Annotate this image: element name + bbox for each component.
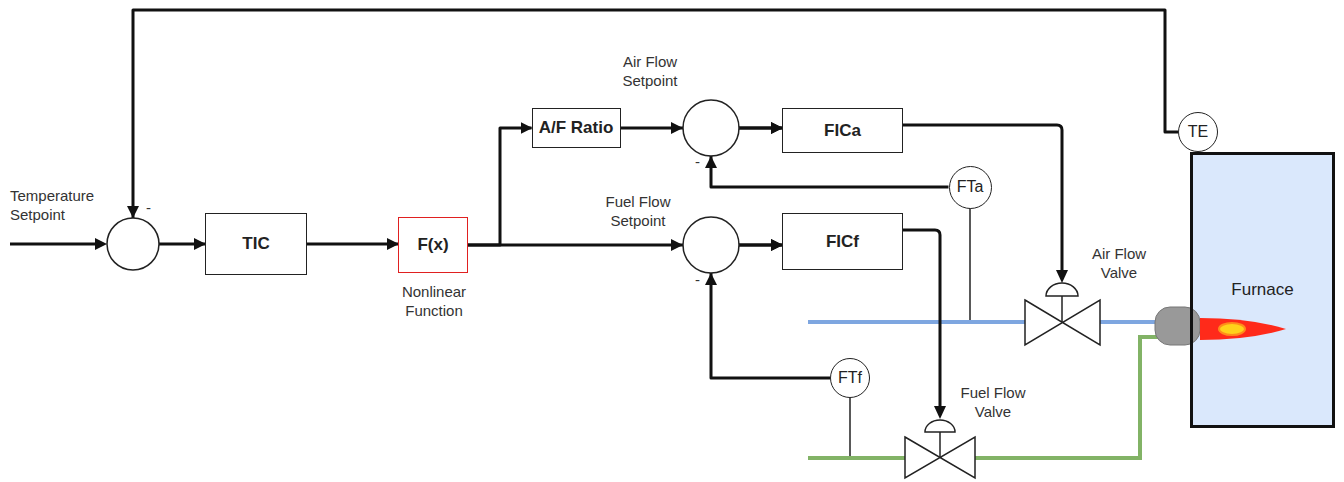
controller-box: FICa xyxy=(782,108,903,153)
function-label: Nonlinear Function xyxy=(388,282,480,320)
air-pipe xyxy=(808,320,1160,324)
summing-junction xyxy=(683,217,739,273)
node-text: F(x) xyxy=(417,235,448,255)
signal-connector xyxy=(133,10,1178,244)
flame xyxy=(1200,318,1286,340)
signal-arrowhead xyxy=(934,406,946,419)
valve-label: Air Flow Valve xyxy=(1076,244,1162,282)
junction-arrowheads xyxy=(95,122,717,285)
furnace-vessel: Furnace xyxy=(1190,152,1335,428)
fuel-pipe xyxy=(808,337,1160,458)
transmitter-circle: FTa xyxy=(949,166,992,209)
input-label: Temperature Setpoint xyxy=(10,186,125,224)
node-text: TIC xyxy=(242,234,269,254)
sign-label: - xyxy=(695,152,707,171)
controller-box: TIC xyxy=(205,213,307,275)
summing-junction xyxy=(107,218,159,270)
valve-actuator xyxy=(925,420,955,432)
signal-connector xyxy=(468,128,532,245)
sensor-circle: TE xyxy=(1178,112,1218,152)
signal-label: Air Flow Setpoint xyxy=(608,52,692,90)
control-signal xyxy=(903,230,940,408)
node-text: A/F Ratio xyxy=(539,118,614,138)
transmitter-stem xyxy=(969,207,971,320)
ratio-box: A/F Ratio xyxy=(532,108,621,148)
signal-label: Fuel Flow Setpoint xyxy=(588,192,688,230)
controller-box: FICf xyxy=(782,213,903,270)
function-block: F(x) xyxy=(398,217,468,273)
flame-core xyxy=(1219,323,1245,335)
valve-label: Fuel Flow Valve xyxy=(948,383,1038,421)
node-text: FICf xyxy=(826,232,859,252)
sign-label: - xyxy=(695,270,707,289)
signal-arrowhead xyxy=(1056,270,1068,283)
node-text: TE xyxy=(1188,123,1208,141)
control-signal xyxy=(903,125,1062,272)
valve-stem xyxy=(939,432,941,458)
valve-stem xyxy=(1061,296,1063,322)
node-text: FTa xyxy=(957,178,984,196)
setpoint-line xyxy=(10,243,100,246)
node-text: FTf xyxy=(838,369,862,387)
transmitter-stem xyxy=(849,398,851,456)
signal-connector xyxy=(307,243,398,246)
burner xyxy=(1155,307,1200,345)
node-text: Furnace xyxy=(1231,280,1293,300)
summing-junction xyxy=(683,100,739,156)
furnace-fill xyxy=(1190,152,1335,428)
sign-label: - xyxy=(146,198,158,217)
transmitter-circle: FTf xyxy=(830,358,870,398)
node-text: FICa xyxy=(824,121,861,141)
valve-actuator xyxy=(1046,283,1078,296)
